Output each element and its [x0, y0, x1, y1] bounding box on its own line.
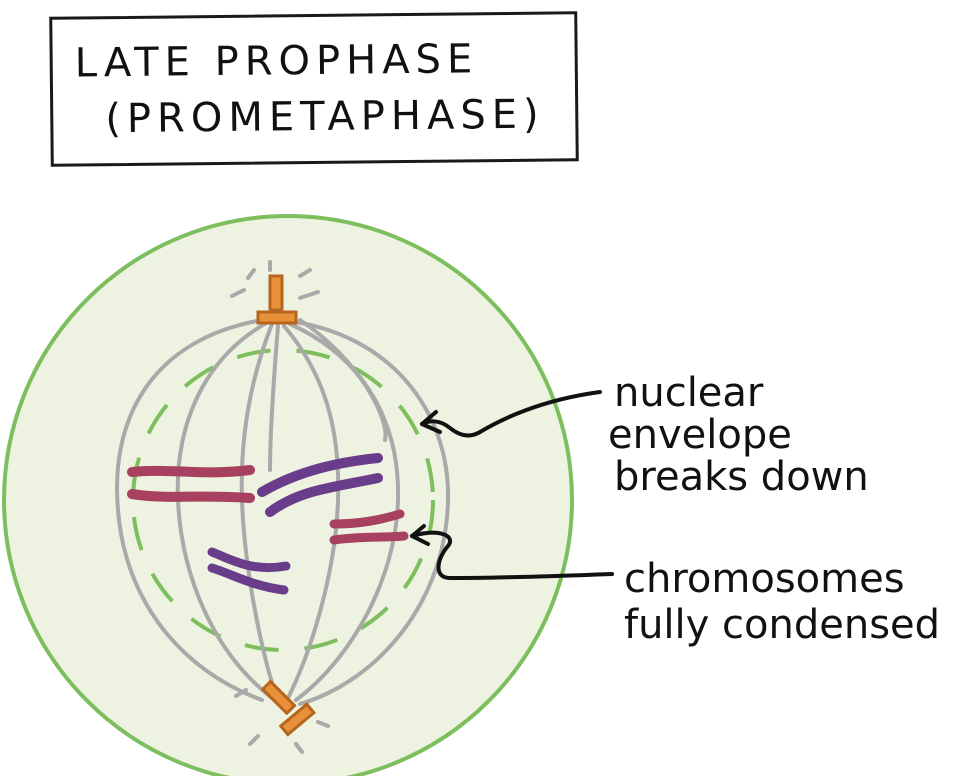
arrow-nuclear-envelope: [420, 390, 602, 438]
nuclear-envelope-fragments: [131, 348, 435, 652]
centrosome-top: [256, 274, 298, 325]
label-nuclear-envelope-1: nuclear: [614, 370, 764, 416]
chromosome-3: [329, 509, 409, 545]
label-chromosomes-1: chromosomes: [624, 556, 905, 602]
arrow-chromosomes: [410, 524, 614, 580]
chromosome-4: [207, 547, 291, 595]
centrosome-bottom: [260, 679, 316, 737]
label-nuclear-envelope-2: envelope: [608, 412, 792, 458]
chromosome-1: [127, 465, 255, 503]
chromosome-2: [257, 453, 383, 517]
label-nuclear-envelope-3: breaks down: [614, 454, 869, 500]
label-chromosomes-2: fully condensed: [624, 602, 941, 648]
